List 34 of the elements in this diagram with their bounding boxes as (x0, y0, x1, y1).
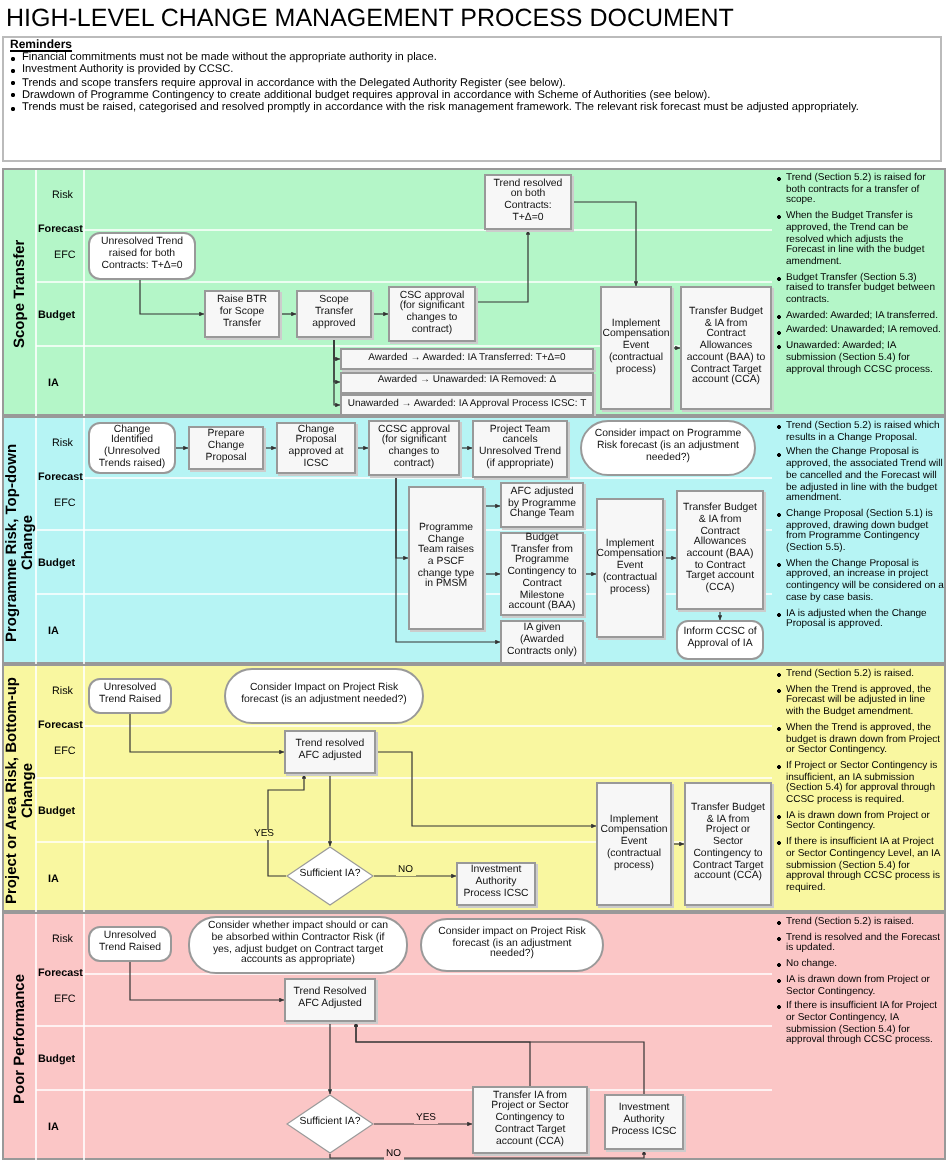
arrow (671, 841, 685, 847)
arrow (459, 445, 473, 451)
reminders-panel (2, 36, 942, 162)
arrow (327, 773, 333, 847)
arrow (717, 609, 723, 621)
arrow (475, 229, 531, 303)
arrow (373, 873, 457, 879)
arrow (139, 279, 205, 317)
arrow (671, 345, 681, 351)
arrow (373, 1121, 473, 1127)
arrow (329, 1149, 647, 1159)
arrow (571, 201, 639, 287)
arrow (353, 1021, 645, 1095)
arrow (333, 337, 341, 408)
arrow (663, 555, 677, 561)
swimlane-panel (2, 912, 946, 1160)
arrow (371, 311, 389, 317)
arrow (375, 751, 597, 829)
arrow (263, 445, 277, 451)
swimlane-panel (2, 416, 946, 664)
arrow (175, 445, 189, 451)
arrow (483, 503, 501, 509)
swimlane-panel (2, 664, 946, 912)
arrow (483, 571, 501, 577)
arrow (129, 713, 285, 755)
arrow (395, 475, 501, 645)
arrow (267, 773, 307, 877)
page-title: HIGH-LEVEL CHANGE MANAGEMENT PROCESS DOCUMENT (6, 4, 734, 32)
arrow (355, 445, 369, 451)
arrow (583, 571, 597, 577)
swimlane-panel (2, 168, 946, 416)
arrow (129, 961, 285, 1003)
arrow (327, 1021, 333, 1095)
arrow (279, 311, 297, 317)
